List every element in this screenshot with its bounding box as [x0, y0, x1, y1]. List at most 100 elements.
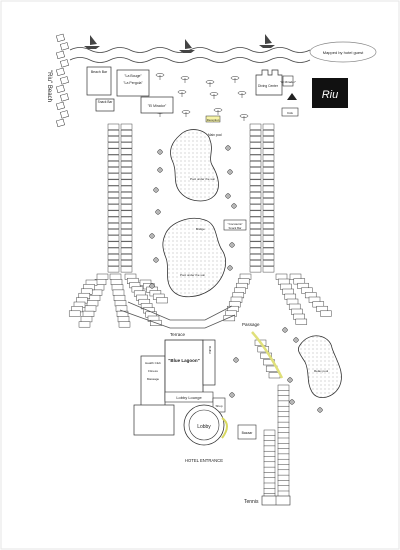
room-box [284, 293, 297, 300]
palm-tree-icon [227, 169, 233, 175]
boat-icon [259, 34, 275, 48]
room-box [223, 315, 236, 322]
parasol-icon [230, 76, 240, 83]
tennis-area: Tennis [244, 495, 291, 506]
pool-mid: Pool under the sun Bridge "Cocoteria" Sn… [162, 218, 247, 298]
pool-right: Relax pool [297, 335, 342, 399]
room-box [120, 123, 133, 130]
room-box [282, 288, 294, 295]
shop-label: Shop [215, 404, 222, 408]
room-box [249, 216, 262, 223]
room-column [223, 273, 252, 322]
room-box [262, 123, 275, 130]
room-box [120, 229, 133, 236]
room-box [293, 313, 305, 320]
room-box [262, 129, 275, 136]
room-box [120, 241, 133, 248]
diving-center-label: Diving Center [258, 84, 279, 88]
room-box [111, 284, 124, 291]
room-box [277, 395, 290, 402]
hotel-entrance-label: HOTEL ENTRANCE [185, 458, 223, 463]
beach-box [56, 50, 65, 59]
room-box [107, 142, 120, 149]
room-box [249, 142, 262, 149]
parasol-icon [180, 76, 190, 83]
room-box [107, 198, 120, 205]
room-box [277, 437, 290, 444]
kids-label: Kids [287, 111, 293, 115]
main-building: Health Club Fitness Massage "Blue Lagoon… [133, 339, 257, 463]
room-box [120, 185, 133, 192]
room-box [249, 154, 262, 161]
room-column [109, 273, 131, 328]
beach-box [56, 118, 65, 127]
room-box [277, 278, 290, 285]
room-box [277, 405, 290, 412]
room-box [90, 289, 103, 296]
room-box [249, 191, 262, 198]
room-box [262, 260, 275, 267]
room-box [120, 198, 133, 205]
room-box [109, 273, 122, 280]
room-box [277, 443, 290, 450]
room-box [262, 185, 275, 192]
restaurant-sea-label: "El Mirador" [280, 80, 296, 84]
room-box [263, 477, 276, 484]
room-box [107, 179, 120, 186]
room-box [249, 222, 262, 229]
palm-tree-icon [227, 265, 233, 271]
room-box [275, 273, 288, 280]
room-box [107, 241, 120, 248]
room-column [289, 273, 332, 317]
room-box [262, 253, 275, 260]
room-box [120, 253, 133, 260]
terrace-label: Terrace [170, 332, 186, 337]
room-box [107, 148, 120, 155]
boat-icon [84, 35, 100, 49]
room-box [249, 148, 262, 155]
room-box [120, 160, 133, 167]
room-box [86, 300, 99, 307]
room-box [107, 204, 120, 211]
logo-badge [312, 78, 348, 108]
room-box [249, 136, 262, 143]
room-box [120, 191, 133, 198]
mirador-label: "El Mirador" [148, 104, 167, 108]
bar-left-label: "La Bouge" [124, 74, 142, 78]
room-box [277, 474, 290, 481]
tent-icon [287, 93, 297, 100]
room-box [88, 294, 101, 301]
room-box [277, 400, 290, 407]
room-column [124, 273, 162, 326]
room-box [84, 305, 97, 312]
room-box [263, 482, 276, 489]
room-column [249, 123, 262, 273]
room-box [263, 429, 276, 436]
room-box [120, 204, 133, 211]
room-box [262, 173, 275, 180]
room-box [107, 210, 120, 217]
room-box [120, 148, 133, 155]
trees [149, 145, 323, 413]
room-box [291, 308, 303, 315]
restaurant-side-label: Buffet [208, 346, 212, 354]
room-box [263, 445, 276, 452]
snack-bar-label: Snack Bar [98, 100, 114, 104]
room-box [107, 123, 120, 130]
parasol-icon [181, 110, 191, 117]
room-box [263, 456, 276, 463]
room-box [107, 167, 120, 174]
palm-tree-icon [229, 242, 235, 248]
room-box [249, 247, 262, 254]
room-box [262, 154, 275, 161]
room-box [249, 253, 262, 260]
room-box [295, 318, 308, 325]
pool-bridge-label: Bridge [196, 227, 205, 231]
room-box [262, 216, 275, 223]
room-box [277, 390, 290, 397]
beach-box [60, 93, 69, 102]
bar-right-label: "La Pergola" [123, 81, 143, 85]
room-box [120, 222, 133, 229]
boat-icon [179, 39, 195, 53]
room-box [249, 229, 262, 236]
